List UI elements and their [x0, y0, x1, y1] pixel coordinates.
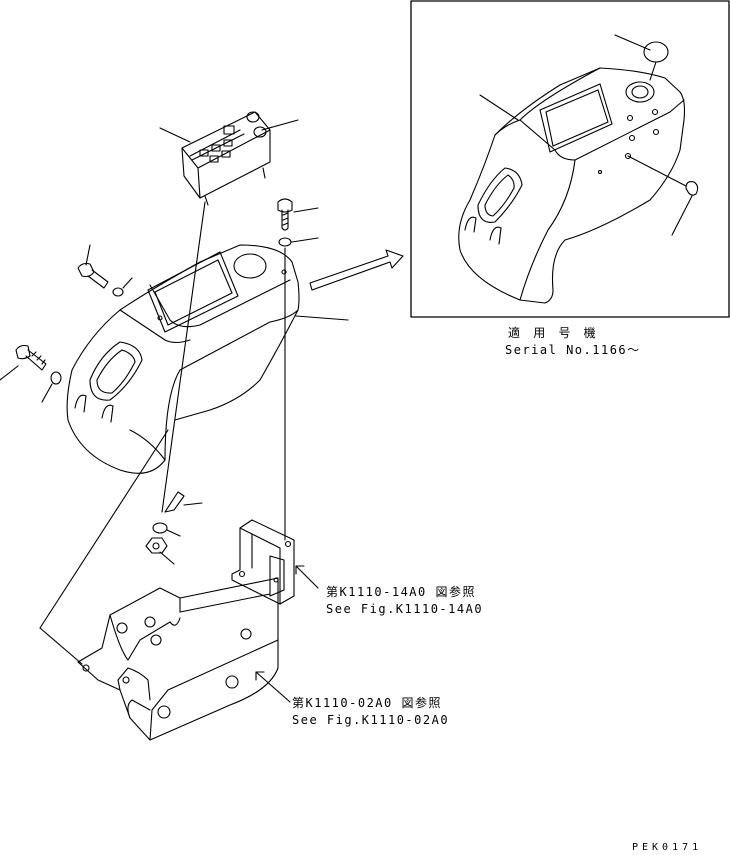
bolt-left: [15, 344, 47, 371]
reference-1-en: See Fig.K1110-14A0: [326, 602, 484, 616]
inset-serial: Serial No.1166～: [505, 343, 641, 357]
upper-bracket: [231, 519, 295, 605]
reference-2-jp: 第K1110-02A0 図参照: [292, 696, 442, 710]
drawing-code: PEK0171: [632, 842, 703, 853]
inset-title: 適 用 号 機: [508, 326, 599, 340]
bolt-top: [277, 198, 293, 231]
base-plate: [77, 577, 279, 741]
washer-lower: [152, 522, 168, 534]
ref-arrow-1: [295, 565, 319, 589]
reference-2-en: See Fig.K1110-02A0: [292, 713, 450, 727]
console-cover: [66, 244, 300, 474]
washer-top: [278, 237, 292, 247]
inset-console: [458, 67, 686, 304]
inset-grommet: [685, 181, 699, 196]
inset-frame: [410, 0, 730, 318]
clip: [164, 491, 185, 513]
reference-1-jp: 第K1110-14A0 図参照: [326, 585, 476, 599]
ref-arrow-2: [255, 671, 291, 703]
nut-lower: [145, 537, 168, 554]
pin-bolt: [77, 262, 109, 289]
washer-left: [50, 371, 62, 385]
washer-pin: [112, 287, 124, 297]
switch-panel: [181, 111, 271, 206]
arrow-to-inset: [309, 249, 404, 291]
inset-cap: [643, 41, 669, 63]
